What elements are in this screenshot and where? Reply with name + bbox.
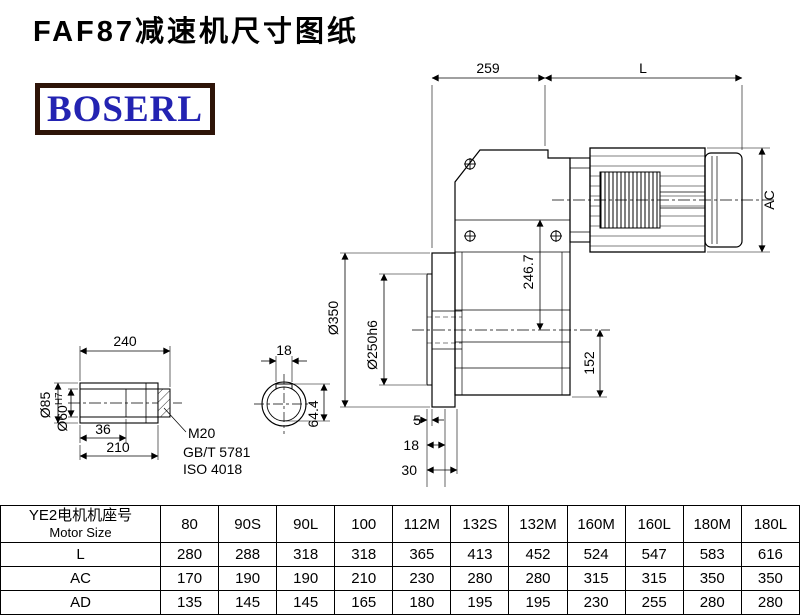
dimension-value-cell: 135 [159,590,220,615]
dim-d85-label: Ø85 [37,392,53,419]
bolt-iso-standard-label: ISO 4018 [183,461,242,477]
motor-size-column-header: 160M [566,505,626,543]
dim-259-label: 259 [476,60,500,76]
dim-5-label: 5 [413,412,421,428]
motor-size-column-header: 132M [508,505,568,543]
dim-246-7-label: 246.7 [520,254,536,289]
dim-L-label: L [639,60,647,76]
motor-size-column-header: 132S [450,505,510,543]
dimension-value-cell: 145 [218,590,278,615]
housing-bolts [464,158,562,242]
dim-36-label: 36 [95,421,111,437]
dim-d250h6-label: Ø250h6 [364,320,380,370]
dimension-value-cell: 195 [508,590,568,615]
motor-size-column-header: 90L [276,505,336,543]
bolt-m20-label: M20 [188,425,215,441]
boserl-logo: BOSERL [35,83,215,135]
dimensions-section [261,356,330,422]
dimension-value-cell: 583 [682,542,742,567]
dim-AC-label: AC [761,190,777,209]
dimension-value-cell: 315 [566,566,626,591]
dimension-value-cell: 350 [682,566,742,591]
dimension-value-cell: 280 [159,542,220,567]
page-title: FAF87减速机尺寸图纸 [33,16,360,48]
motor-size-column-header: 112M [392,505,452,543]
dimension-labels-main: 259 L AC 246.7 152 Ø350 Ø250h6 5 18 30 [325,60,777,478]
dimension-value-cell: 547 [624,542,684,567]
dim-d350-label: Ø350 [325,301,341,335]
dimension-value-cell: 170 [159,566,220,591]
row-label: AC [0,566,161,591]
dim-d60h7-label: Ø60H7 [54,392,70,432]
dimension-value-cell: 524 [566,542,626,567]
dim-18-label: 18 [403,437,419,453]
row-label: L [0,542,161,567]
dim-210-label: 210 [106,439,130,455]
dimension-value-cell: 280 [682,590,742,615]
dimension-value-cell: 280 [450,566,510,591]
boserl-logo-text: BOSERL [46,88,204,130]
dimension-value-cell: 280 [740,590,800,615]
dimension-value-cell: 318 [276,542,336,567]
motor-size-column-header: 80 [159,505,220,543]
dimension-value-cell: 195 [450,590,510,615]
bore-section-view [254,374,314,434]
keyway-width-label: 18 [276,342,292,358]
dimension-value-cell: 255 [624,590,684,615]
dimension-value-cell: 230 [566,590,626,615]
dimensions-main [340,74,770,487]
motor-size-column-header: 180M [682,505,742,543]
dimensions-shaft [54,346,187,460]
motor-size-column-header: 160L [624,505,684,543]
hollow-shaft-view [68,382,182,424]
motor-size-column-header: 100 [334,505,394,543]
dimension-value-cell: 365 [392,542,452,567]
dimension-labels-shaft: 240 36 210 Ø85 Ø60H7 M20 GB/T 5781 ISO 4… [37,333,251,477]
dimension-value-cell: 145 [276,590,336,615]
dimension-value-cell: 413 [450,542,510,567]
dimension-value-cell: 616 [740,542,800,567]
dimension-value-cell: 230 [392,566,452,591]
dimension-value-cell: 165 [334,590,394,615]
dimension-labels-section: 18 64.4 [276,342,321,428]
dimension-drawing: 259 L AC 246.7 152 Ø350 Ø250h6 5 18 30 [37,60,777,487]
dimension-value-cell: 190 [218,566,278,591]
dimension-value-cell: 350 [740,566,800,591]
keyway-depth-label: 64.4 [305,400,321,427]
centerlines [412,199,775,331]
motor-size-column-header: 180L [740,505,800,543]
dimension-value-cell: 210 [334,566,394,591]
dimension-value-cell: 190 [276,566,336,591]
dim-240-label: 240 [113,333,137,349]
motor-size-column-header: 90S [218,505,278,543]
bolt-gb-standard-label: GB/T 5781 [183,444,251,460]
dimension-value-cell: 315 [624,566,684,591]
dimension-value-cell: 288 [218,542,278,567]
dim-152-label: 152 [581,351,597,375]
dimension-value-cell: 318 [334,542,394,567]
dimension-value-cell: 452 [508,542,568,567]
gearbox-housing [427,149,571,396]
row-label: AD [0,590,161,615]
dimension-value-cell: 180 [392,590,452,615]
dimension-value-cell: 280 [508,566,568,591]
dim-30-label: 30 [401,462,417,478]
